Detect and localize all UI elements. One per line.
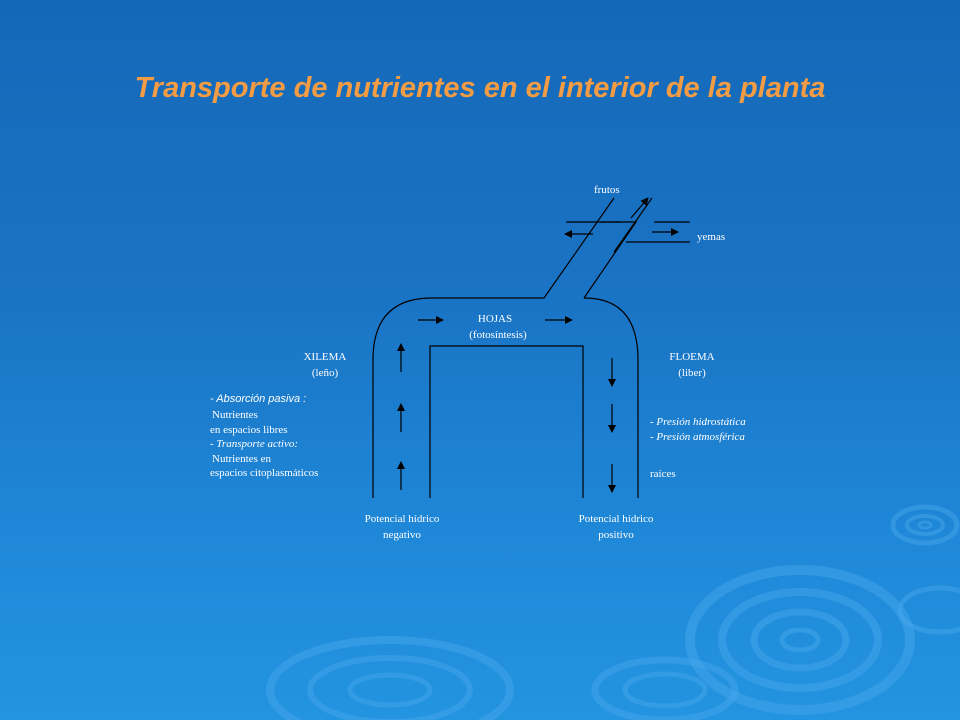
label-nutrientes-en: Nutrientes en — [212, 453, 271, 465]
label-frutos: frutos — [594, 184, 620, 196]
label-potencial-negativo-2: negativo — [383, 529, 421, 541]
label-liber: (liber) — [678, 367, 706, 379]
tube-inner — [429, 345, 584, 498]
label-potencial-positivo-1: Potencial hídrico — [578, 513, 654, 525]
page-title: Transporte de nutrientes en el interior … — [134, 72, 826, 104]
tube-outer-left — [372, 197, 615, 498]
label-espacios-libres: en espacios libres — [210, 424, 288, 436]
label-transporte: - Transporte activo: — [210, 438, 298, 450]
label-citoplasmaticos: espacios citoplasmáticos — [210, 467, 319, 479]
label-yemas: yemas — [697, 231, 726, 243]
label-lenio: (leño) — [311, 367, 339, 379]
label-nutrientes: Nutrientes — [212, 409, 258, 421]
frutos-arrow — [630, 197, 649, 219]
label-floema: FLOEMA — [669, 351, 715, 363]
label-absorcion: - Absorción pasiva : — [210, 393, 307, 405]
branch-upper-right — [613, 197, 653, 253]
label-hojas: HOJAS — [477, 313, 513, 325]
label-xilema: XILEMA — [303, 351, 347, 363]
label-raices: raíces — [650, 468, 676, 480]
label-potencial-positivo-2: positivo — [598, 529, 634, 541]
label-potencial-negativo-1: Potencial hídrico — [364, 513, 440, 525]
tube-outer-right-arc — [583, 297, 639, 498]
label-presion-atmosferica: - Presión atmosférica — [650, 431, 745, 443]
label-fotosintesis: (fotosíntesis) — [469, 329, 527, 341]
label-presion-hidrostatica: - Presión hidrostática — [650, 416, 746, 428]
